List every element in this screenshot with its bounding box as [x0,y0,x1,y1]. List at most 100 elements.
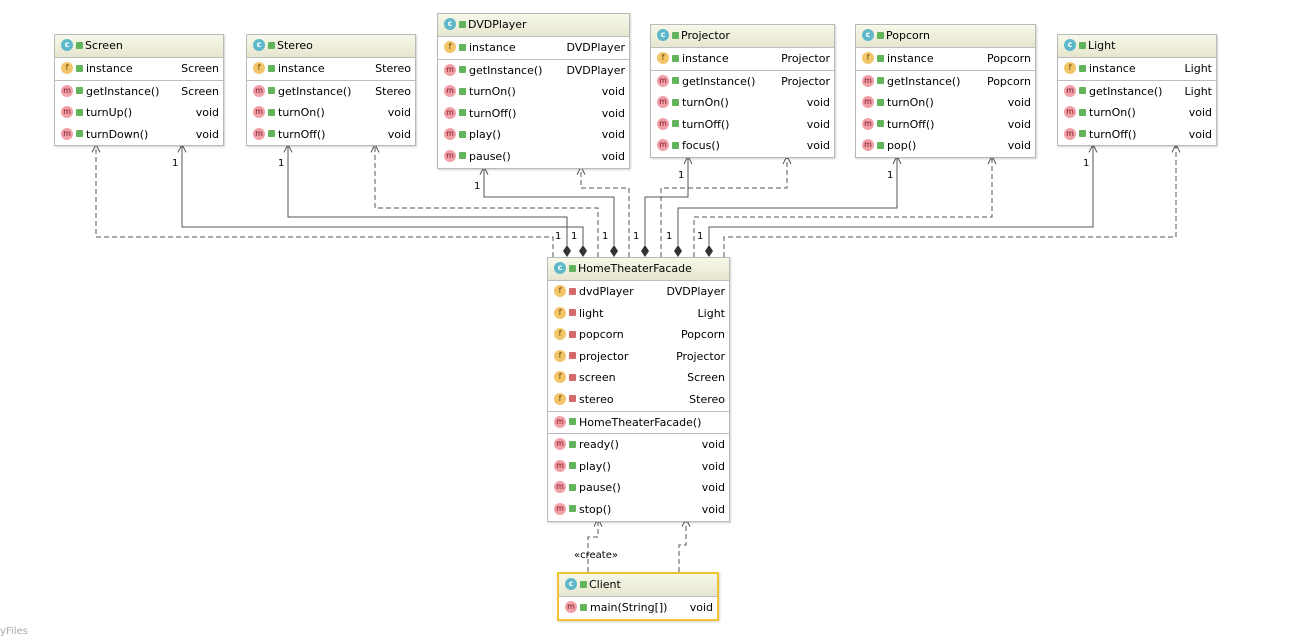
create-dependency-edge [587,518,599,572]
field-icon: f [554,371,566,384]
method-icon: m [554,415,566,428]
field-icon: f [1064,62,1076,74]
member-type: void [601,128,625,142]
field-name: instance [469,41,516,54]
multiplicity-label: 1 [633,231,640,242]
public-visibility-icon [569,483,576,491]
method-icon: m [862,96,874,109]
member-type: Stereo [375,84,411,98]
composition-diamond [579,245,587,257]
member-type: void [387,127,411,141]
class-icon: c [444,18,456,30]
member-type: void [1188,127,1212,141]
class-header[interactable]: c DVDPlayer [438,14,629,37]
public-visibility-icon [268,108,275,116]
public-visibility-icon [569,418,576,426]
class-name: DVDPlayer [468,18,527,31]
method-icon: m [253,127,265,140]
multiplicity-label: 1 [571,231,578,242]
private-lock-icon [569,352,576,360]
public-visibility-icon [268,64,275,72]
public-visibility-icon [459,66,466,74]
create-stereotype-label: «create» [574,550,618,561]
aggregation-edge [644,156,689,245]
private-lock-icon [569,395,576,403]
public-visibility-icon [580,580,587,588]
member-type: Screen [181,84,219,98]
member-type: void [806,96,830,110]
method-icon: m [444,85,456,98]
member-type: void [689,601,713,614]
field-icon: f [554,349,566,362]
multiplicity-label: 1 [555,231,562,242]
public-visibility-icon [459,152,466,160]
member-type: void [1007,139,1031,153]
field-icon: f [554,306,566,319]
method-icon: m [61,106,73,119]
dependency-edge [374,144,599,257]
member-type: void [601,149,625,163]
method-name: getInstance() [682,74,756,88]
member-type: void [601,106,625,120]
public-visibility-icon [268,130,275,138]
class-name: Client [589,578,621,591]
member-type: void [1007,117,1031,131]
member-type: Light [1184,84,1212,98]
